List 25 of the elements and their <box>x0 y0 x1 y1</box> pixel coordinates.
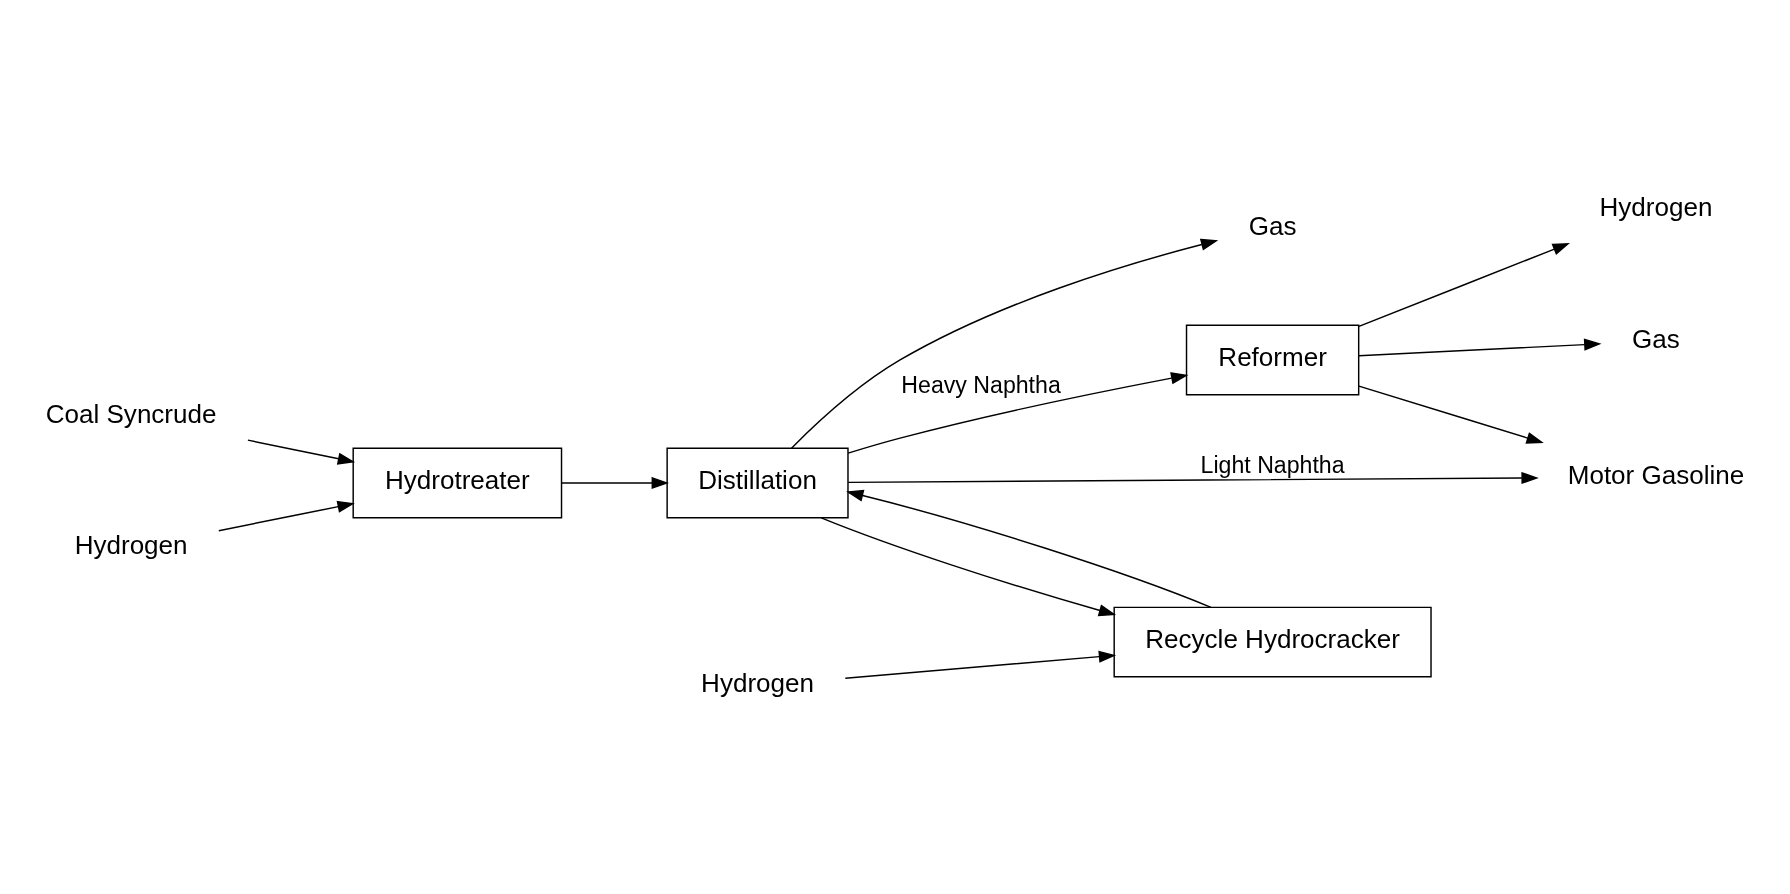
node-text: Coal Syncrude <box>45 398 217 429</box>
arrow <box>847 471 1539 484</box>
node-text: Motor Gasoline <box>1567 459 1745 490</box>
node-box: Distillation <box>666 447 849 518</box>
edge-label: Heavy Naphtha <box>901 371 1061 398</box>
arrow <box>1358 242 1570 327</box>
arrow <box>560 476 669 489</box>
node-text: Hydrogen <box>701 667 814 698</box>
arrow <box>844 650 1117 679</box>
node-text: Hydrogen <box>1599 191 1713 222</box>
node-text: Hydrogen <box>74 529 188 560</box>
arrow <box>790 238 1219 449</box>
node-text: Gas <box>1248 210 1297 241</box>
node-box: Recycle Hydrocracker <box>1113 606 1432 678</box>
arrow <box>1358 384 1544 444</box>
arrow <box>247 438 356 465</box>
arrow <box>218 500 355 531</box>
arrow <box>820 516 1117 616</box>
arrow <box>846 489 1212 608</box>
node-text: Gas <box>1632 323 1680 354</box>
arrow <box>847 371 1189 454</box>
node-box: Hydrotreater <box>352 447 563 518</box>
edge-label: Light Naphtha <box>1200 451 1345 478</box>
arrow <box>1358 338 1602 356</box>
node-box: Reformer <box>1185 324 1360 395</box>
